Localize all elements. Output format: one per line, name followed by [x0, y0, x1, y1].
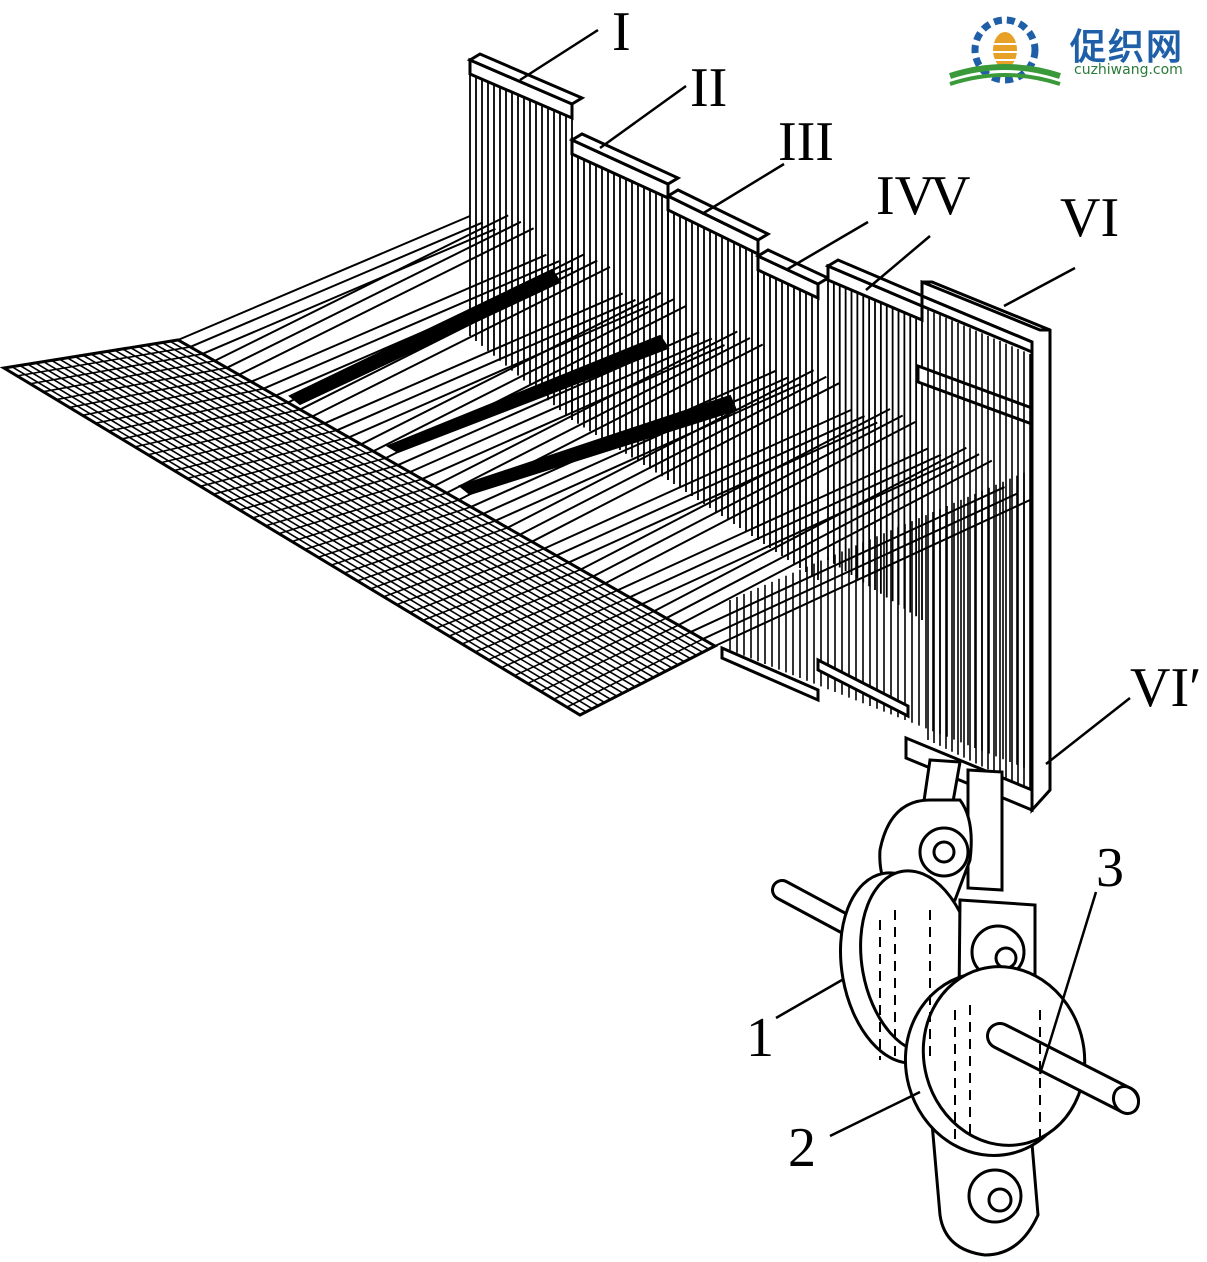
woven-fabric	[0, 338, 719, 717]
label-heald-VI-prime: VI′	[1130, 657, 1201, 719]
logo-name: 促织网	[1070, 27, 1185, 68]
label-heald-IV: IV	[876, 165, 935, 227]
label-leader-lines	[519, 28, 1131, 1138]
label-part-2: 2	[788, 1117, 816, 1179]
gear-spool-icon	[949, 16, 1061, 86]
label-heald-V: V	[930, 165, 970, 227]
site-logo: 促织网 cuzhiwang.com	[940, 10, 1202, 90]
label-heald-III: III	[778, 111, 834, 173]
cam-mechanism	[771, 758, 1141, 1257]
label-heald-VI: VI	[1060, 187, 1119, 249]
warp-yarn-sheet	[177, 214, 1031, 647]
labels: I II III IV V VI VI′ 1 2 3	[612, 1, 1201, 1179]
label-part-3: 3	[1096, 837, 1124, 899]
label-heald-II: II	[690, 57, 727, 119]
label-heald-I: I	[612, 1, 631, 63]
label-part-1: 1	[746, 1007, 774, 1069]
heald-frames	[466, 52, 1025, 768]
logo-url: cuzhiwang.com	[1074, 62, 1183, 78]
heald-frame-VI	[916, 279, 1052, 814]
